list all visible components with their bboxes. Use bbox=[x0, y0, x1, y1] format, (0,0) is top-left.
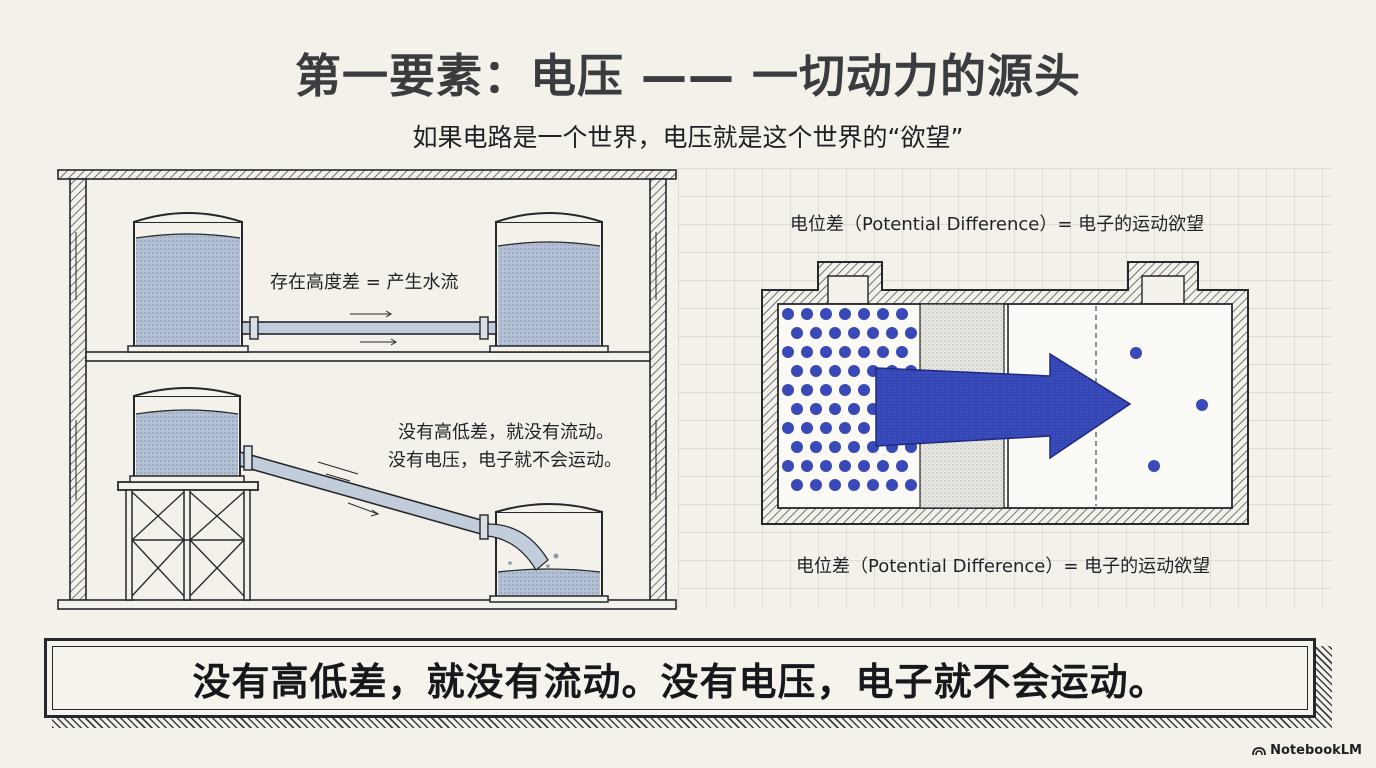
electron bbox=[820, 422, 832, 434]
tank-low bbox=[487, 503, 609, 603]
electron bbox=[839, 346, 851, 358]
electron bbox=[905, 479, 917, 491]
electron bbox=[848, 479, 860, 491]
brand-name: NotebookLM bbox=[1270, 743, 1362, 758]
electron bbox=[877, 346, 889, 358]
electron bbox=[782, 384, 794, 396]
electron bbox=[801, 308, 813, 320]
electron bbox=[829, 441, 841, 453]
electron bbox=[839, 308, 851, 320]
electron bbox=[782, 308, 794, 320]
electron bbox=[810, 403, 822, 415]
electron bbox=[848, 327, 860, 339]
electron bbox=[801, 422, 813, 434]
notebooklm-logo-icon bbox=[1252, 746, 1267, 755]
electron bbox=[820, 308, 832, 320]
tank-top-left bbox=[127, 212, 249, 353]
electron bbox=[820, 384, 832, 396]
electron bbox=[782, 346, 794, 358]
electron bbox=[801, 384, 813, 396]
electron bbox=[858, 422, 870, 434]
electron bbox=[810, 327, 822, 339]
electron bbox=[858, 460, 870, 472]
page-subtitle: 如果电路是一个世界，电压就是这个世界的“欲望” bbox=[412, 123, 964, 152]
electron bbox=[858, 346, 870, 358]
electron bbox=[782, 460, 794, 472]
electron bbox=[791, 403, 803, 415]
banner-text: 没有高低差，就没有流动。没有电压，电子就不会运动。 bbox=[192, 659, 1168, 704]
tower-structure bbox=[117, 481, 259, 601]
electron bbox=[791, 479, 803, 491]
electron bbox=[801, 346, 813, 358]
electron bbox=[848, 441, 860, 453]
label-no-difference-line2: 没有电压，电子就不会运动。 bbox=[388, 450, 622, 471]
flow-arrow bbox=[875, 352, 1132, 460]
electron bbox=[858, 308, 870, 320]
tank-elevated bbox=[129, 387, 245, 483]
tank-top-right bbox=[489, 212, 609, 353]
label-height-difference: 存在高度差 = 产生水流 bbox=[270, 272, 459, 293]
electron bbox=[877, 308, 889, 320]
electron bbox=[896, 346, 908, 358]
electron bbox=[867, 327, 879, 339]
electron bbox=[905, 327, 917, 339]
electron bbox=[782, 422, 794, 434]
electron bbox=[829, 403, 841, 415]
caption-potential-difference-top: 电位差（Potential Difference）= 电子的运动欲望 bbox=[790, 214, 1205, 235]
electron bbox=[886, 479, 898, 491]
electron bbox=[791, 365, 803, 377]
electron-free bbox=[1148, 460, 1160, 472]
electron bbox=[896, 460, 908, 472]
electron bbox=[848, 403, 860, 415]
electron bbox=[839, 460, 851, 472]
electron bbox=[820, 460, 832, 472]
electron bbox=[820, 346, 832, 358]
electron bbox=[839, 384, 851, 396]
electron bbox=[886, 327, 898, 339]
summary-banner: 没有高低差，就没有流动。没有电压，电子就不会运动。 bbox=[44, 638, 1316, 718]
label-no-difference-line1: 没有高低差，就没有流动。 bbox=[398, 422, 614, 443]
electron-free bbox=[1130, 347, 1142, 359]
battery-diagram bbox=[761, 261, 1249, 525]
pipe-horizontal bbox=[241, 310, 497, 346]
electron bbox=[810, 479, 822, 491]
electron bbox=[810, 365, 822, 377]
electron bbox=[801, 460, 813, 472]
electron bbox=[829, 479, 841, 491]
electron bbox=[791, 441, 803, 453]
electron bbox=[791, 327, 803, 339]
electron-free bbox=[1196, 399, 1208, 411]
electron bbox=[858, 384, 870, 396]
electron bbox=[848, 365, 860, 377]
electron bbox=[829, 327, 841, 339]
building-frame bbox=[57, 169, 677, 610]
electron bbox=[867, 479, 879, 491]
page-title: 第一要素：电压 —— 一切动力的源头 bbox=[294, 49, 1082, 103]
electron bbox=[877, 460, 889, 472]
electron bbox=[829, 365, 841, 377]
electron bbox=[810, 441, 822, 453]
electron bbox=[896, 308, 908, 320]
brand-mark: NotebookLM bbox=[1252, 743, 1362, 758]
caption-potential-difference-bottom: 电位差（Potential Difference）= 电子的运动欲望 bbox=[796, 556, 1211, 577]
electron bbox=[839, 422, 851, 434]
